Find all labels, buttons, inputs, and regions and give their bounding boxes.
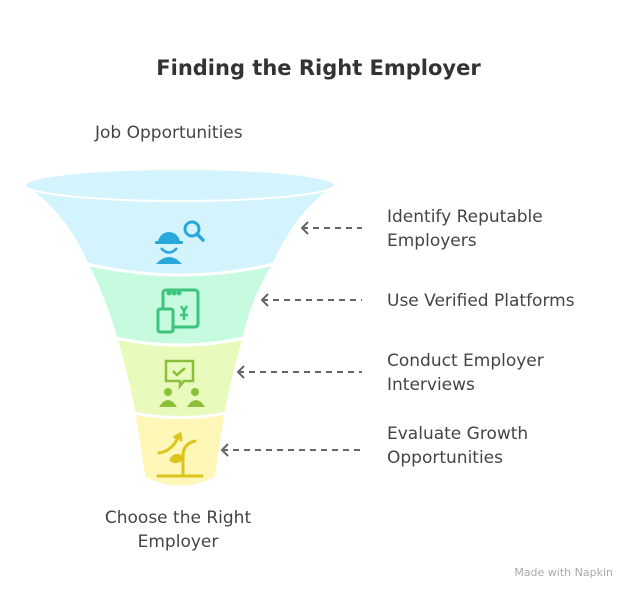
- worker-search-icon: [155, 220, 205, 264]
- funnel-top-rim: [24, 168, 336, 202]
- stage-connectors: [220, 221, 362, 457]
- funnel-top-label: Job Opportunities: [95, 123, 243, 143]
- stage-label-2: Use Verified Platforms: [387, 291, 575, 311]
- verified-platform-icon: [156, 288, 200, 334]
- arrowhead-icon: [220, 443, 229, 457]
- stage-label-3: Conduct Employer Interviews: [387, 351, 544, 395]
- stage-label-1: Identify Reputable Employers: [387, 207, 543, 251]
- arrowhead-icon: [260, 293, 269, 307]
- arrowhead-icon: [300, 221, 309, 235]
- funnel-stage-3: [113, 335, 247, 419]
- funnel-bottom-label: Choose the Right Employer: [104, 508, 252, 552]
- arrowhead-icon: [236, 365, 245, 379]
- stage-label-4: Evaluate Growth Opportunities: [387, 424, 529, 468]
- funnel-stage-1: [25, 188, 335, 277]
- interview-icon: [159, 359, 205, 407]
- diagram-title: Finding the Right Employer: [156, 56, 481, 80]
- growth-plant-icon: [156, 431, 204, 478]
- napkin-watermark[interactable]: Made with Napkin: [514, 566, 613, 579]
